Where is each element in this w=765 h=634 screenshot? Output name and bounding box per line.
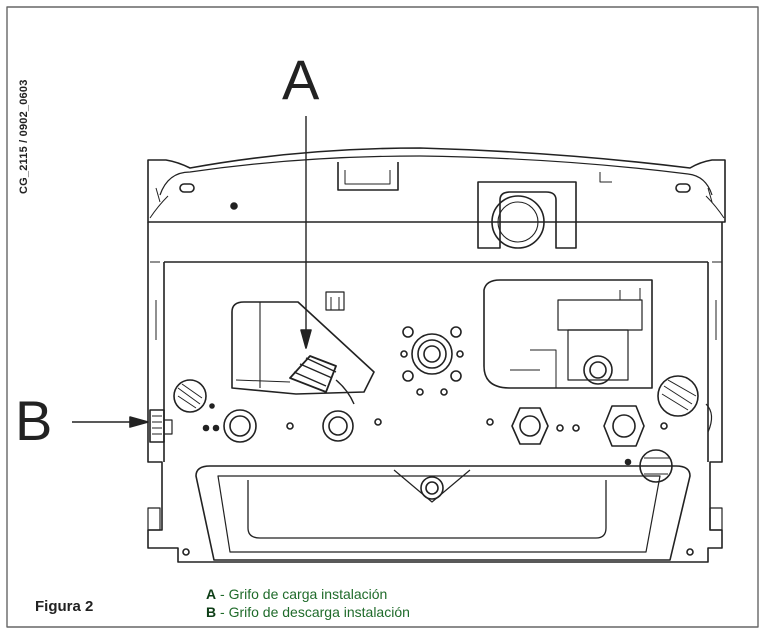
callout-arrow-b (72, 416, 149, 428)
bracket-slot-left (179, 183, 195, 193)
legend-item-b: B - Grifo de descarga instalación (206, 603, 410, 621)
top-mounting-bracket (147, 147, 726, 223)
legend-text-a: Grifo de carga instalación (228, 586, 388, 602)
figure-caption: Figura 2 (35, 598, 94, 615)
legend-key-b: B (206, 604, 217, 620)
side-grille-left (173, 379, 215, 413)
gas-valve-area (483, 279, 653, 389)
legend-sep-b: - (216, 604, 229, 620)
drain-valve-b (149, 409, 173, 443)
boiler-body (147, 222, 723, 563)
side-grille-right (657, 375, 713, 433)
upper-hook (477, 181, 577, 249)
legend: A - Grifo de carga instalación B - Grifo… (206, 585, 410, 621)
legend-key-a: A (206, 586, 217, 602)
hydraulic-group (231, 291, 375, 395)
bracket-slot-right (675, 183, 691, 193)
legend-item-a: A - Grifo de carga instalación (206, 585, 410, 603)
fill-valve-a (289, 355, 355, 405)
callout-label-a: A (282, 48, 320, 111)
legend-text-b: Grifo de descarga instalación (228, 604, 410, 620)
pipe-connections (202, 405, 673, 483)
figure-border (6, 6, 759, 628)
bottom-handle (195, 465, 691, 561)
callout-label-b: B (15, 389, 53, 452)
center-fitting (400, 326, 464, 396)
callout-arrow-a (300, 116, 312, 349)
legend-sep-a: - (216, 586, 229, 602)
